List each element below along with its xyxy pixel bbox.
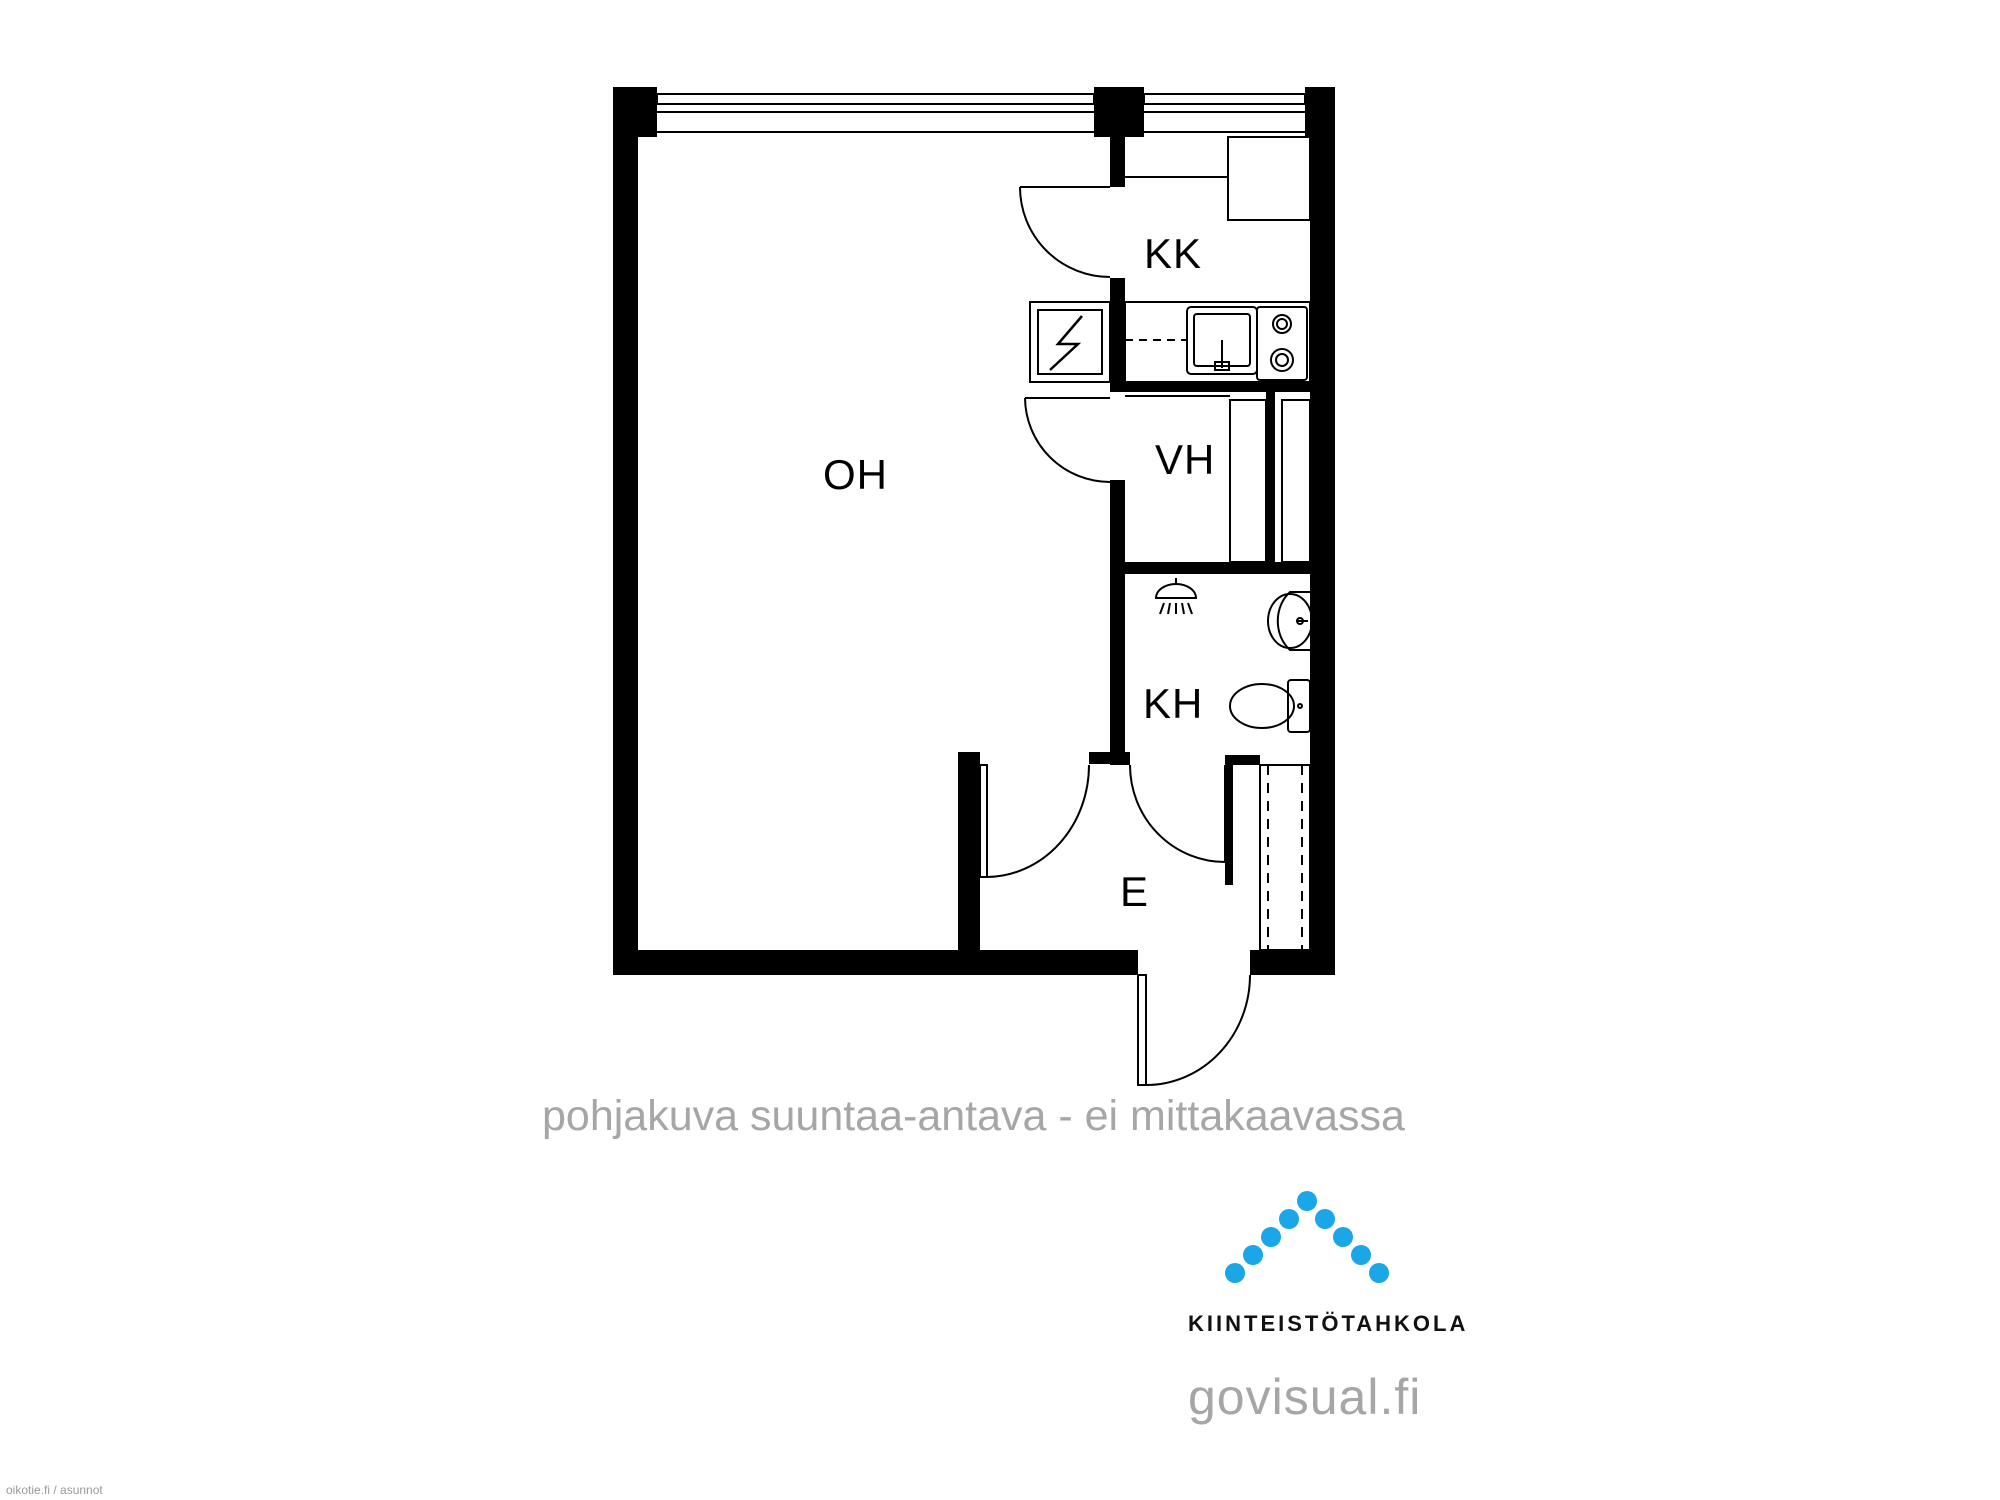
disclaimer-text: pohjakuva suuntaa-antava - ei mittakaava… (542, 1092, 1405, 1140)
wardrobe (1259, 764, 1311, 951)
interior-walls (958, 137, 1310, 950)
door-walkin-closet (1024, 397, 1111, 483)
room-label-kh: KH (1143, 680, 1204, 727)
room-label-e: E (1120, 868, 1150, 915)
door-kitchen (1019, 186, 1111, 278)
source-note: oikotie.fi / asunnot (6, 1483, 103, 1497)
door-living-room (979, 764, 1090, 878)
exterior-walls (613, 87, 1335, 975)
washbasin-icon (1267, 591, 1313, 651)
door-entrance (1137, 974, 1251, 1086)
room-label-oh: OH (823, 451, 888, 498)
shower-icon (1154, 578, 1198, 615)
room-label-kk: KK (1144, 230, 1203, 277)
closet-shelves (1125, 395, 1311, 563)
doors (979, 186, 1311, 1086)
website-link[interactable]: govisual.fi (1188, 1369, 1422, 1425)
bathroom-fixtures (1154, 578, 1313, 733)
stove-icon (1256, 306, 1308, 381)
door-bathroom (1129, 764, 1226, 863)
room-label-vh: VH (1155, 436, 1216, 483)
brand-name: KIINTEISTÖTAHKOLA (1188, 1311, 1469, 1336)
brand-logo-icon (1225, 1191, 1389, 1283)
electric-panel-icon (1029, 301, 1111, 383)
toilet-icon (1229, 679, 1311, 733)
windows (656, 93, 1306, 133)
sink-icon (1186, 306, 1258, 375)
kitchen-fixtures (1029, 136, 1311, 383)
